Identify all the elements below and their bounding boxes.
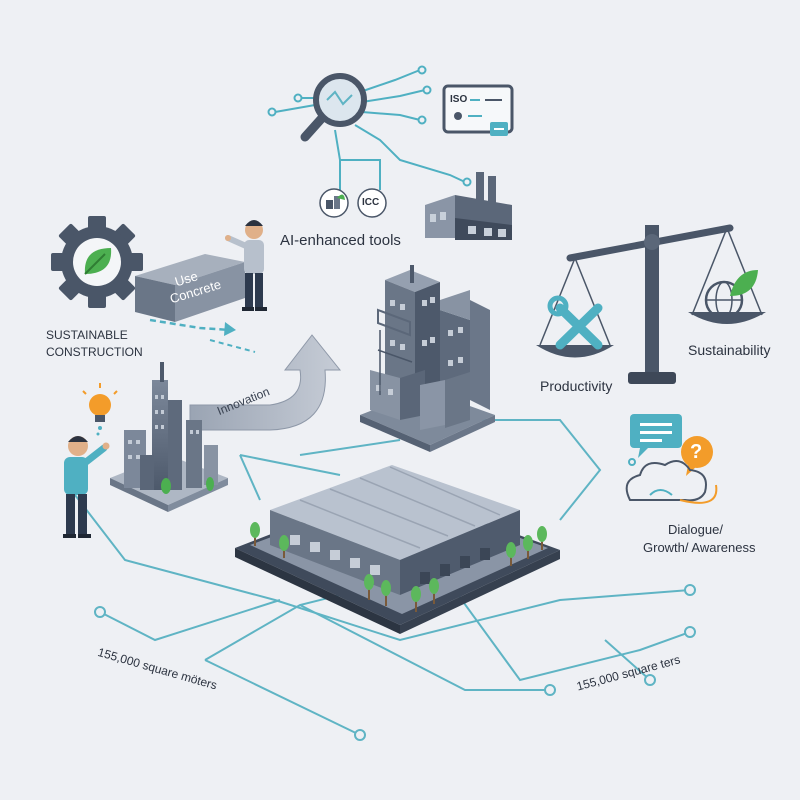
- label-sustainability: Sustainability: [688, 342, 771, 358]
- question-mark: ?: [690, 441, 703, 463]
- main-warehouse-building: [235, 465, 560, 634]
- factory-icon: [425, 172, 512, 240]
- label-sustainable-construction-1: SUSTAINABLE: [46, 328, 128, 342]
- worker-figure-left: [63, 436, 110, 538]
- label-productivity: Productivity: [540, 378, 613, 394]
- label-dialogue: Dialogue/: [668, 522, 723, 537]
- cloud-icon: [625, 458, 718, 504]
- circuit-lines: [274, 69, 466, 190]
- icc-label: ICC: [362, 197, 380, 208]
- label-sustainable-construction-2: CONSTRUCTION: [46, 345, 143, 359]
- globe-leaf-icon: [704, 270, 758, 320]
- concrete-block: [135, 254, 245, 322]
- innovation-arrow: [189, 334, 342, 431]
- lightbulb-icon: [82, 383, 118, 436]
- chat-bubble-icon: [630, 414, 682, 458]
- iso-certificate-label: ISO: [450, 94, 468, 105]
- tower-building: [360, 265, 495, 452]
- circuit-nodes: [267, 65, 472, 187]
- city-skyline: [110, 362, 228, 512]
- concrete-arrow: [149, 318, 256, 353]
- iso-certificate-icon: [442, 84, 514, 136]
- label-growth-awareness: Growth/ Awareness: [643, 540, 756, 555]
- certification-icons: [319, 188, 387, 218]
- balance-scale-icon: [536, 224, 766, 384]
- magnifier-icon: [300, 73, 367, 142]
- network-nodes: [94, 584, 696, 741]
- worker-figure-top: [225, 220, 267, 311]
- gear-leaf-icon: [51, 216, 143, 308]
- trees: [250, 522, 547, 612]
- wrench-icon: [547, 295, 603, 350]
- label-ai-tools: AI-enhanced tools: [280, 232, 401, 249]
